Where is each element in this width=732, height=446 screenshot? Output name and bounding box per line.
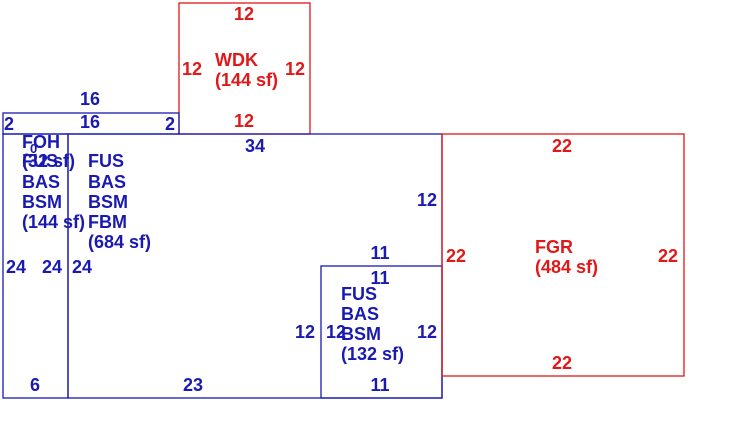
fgr-dim-top: 22 [552, 136, 572, 156]
bump-line-2: BAS [341, 304, 379, 324]
dim-bump-right: 12 [417, 322, 437, 342]
left-bas-line-3: BSM [22, 192, 62, 212]
fgr-area: (484 sf) [535, 257, 598, 277]
wdk-dim-right: 12 [285, 59, 305, 79]
dim-main-right-upper: 12 [417, 190, 437, 210]
dim-bump-left-outer: 12 [295, 322, 315, 342]
strip-dim-right: 2 [165, 114, 175, 134]
foh-label: FOH [22, 132, 60, 152]
foh-mark: 0 [30, 141, 37, 156]
wdk-dim-bottom: 12 [234, 111, 254, 131]
wdk-dim-left: 12 [182, 59, 202, 79]
fgr-label: FGR [535, 237, 573, 257]
bump-line-1: FUS [341, 284, 377, 304]
strip-dim-left: 2 [4, 114, 14, 134]
main-area: (684 sf) [88, 232, 151, 252]
dim-left-inner: 24 [42, 257, 62, 277]
bump-area: (132 sf) [341, 344, 404, 364]
wdk-label: WDK [215, 50, 258, 70]
dim-bump-top-outer: 11 [370, 243, 389, 263]
main-line-2: BAS [88, 172, 126, 192]
left-bas-line-2: BAS [22, 172, 60, 192]
dim-main-top: 34 [245, 136, 265, 156]
fgr-dim-right: 22 [658, 246, 678, 266]
dim-main-left: 24 [72, 257, 92, 277]
dim-main-bottom: 23 [183, 375, 203, 395]
dim-left-bottom: 6 [30, 375, 40, 395]
main-line-1: FUS [88, 151, 124, 171]
strip-dim-inside: 16 [80, 112, 100, 132]
wdk-area: (144 sf) [215, 70, 278, 90]
left-bas-line-1: FUS [22, 151, 58, 171]
foh-area: (32 sf) [22, 151, 75, 171]
main-line-4: FBM [88, 212, 127, 232]
dim-bump-top-inner: 11 [370, 268, 389, 288]
dim-bump-bottom: 11 [370, 375, 389, 395]
left-bas-area: (144 sf) [22, 212, 85, 232]
main-line-3: BSM [88, 192, 128, 212]
dim-left-outer: 24 [6, 257, 26, 277]
dim-bump-left-inner: 12 [326, 322, 346, 342]
strip-dim-above: 16 [80, 89, 100, 109]
fgr-outline [441, 133, 685, 377]
bump-line-3: BSM [341, 324, 381, 344]
fgr-dim-left: 22 [446, 246, 466, 266]
wdk-dim-top: 12 [234, 4, 254, 24]
fgr-dim-bottom: 22 [552, 353, 572, 373]
